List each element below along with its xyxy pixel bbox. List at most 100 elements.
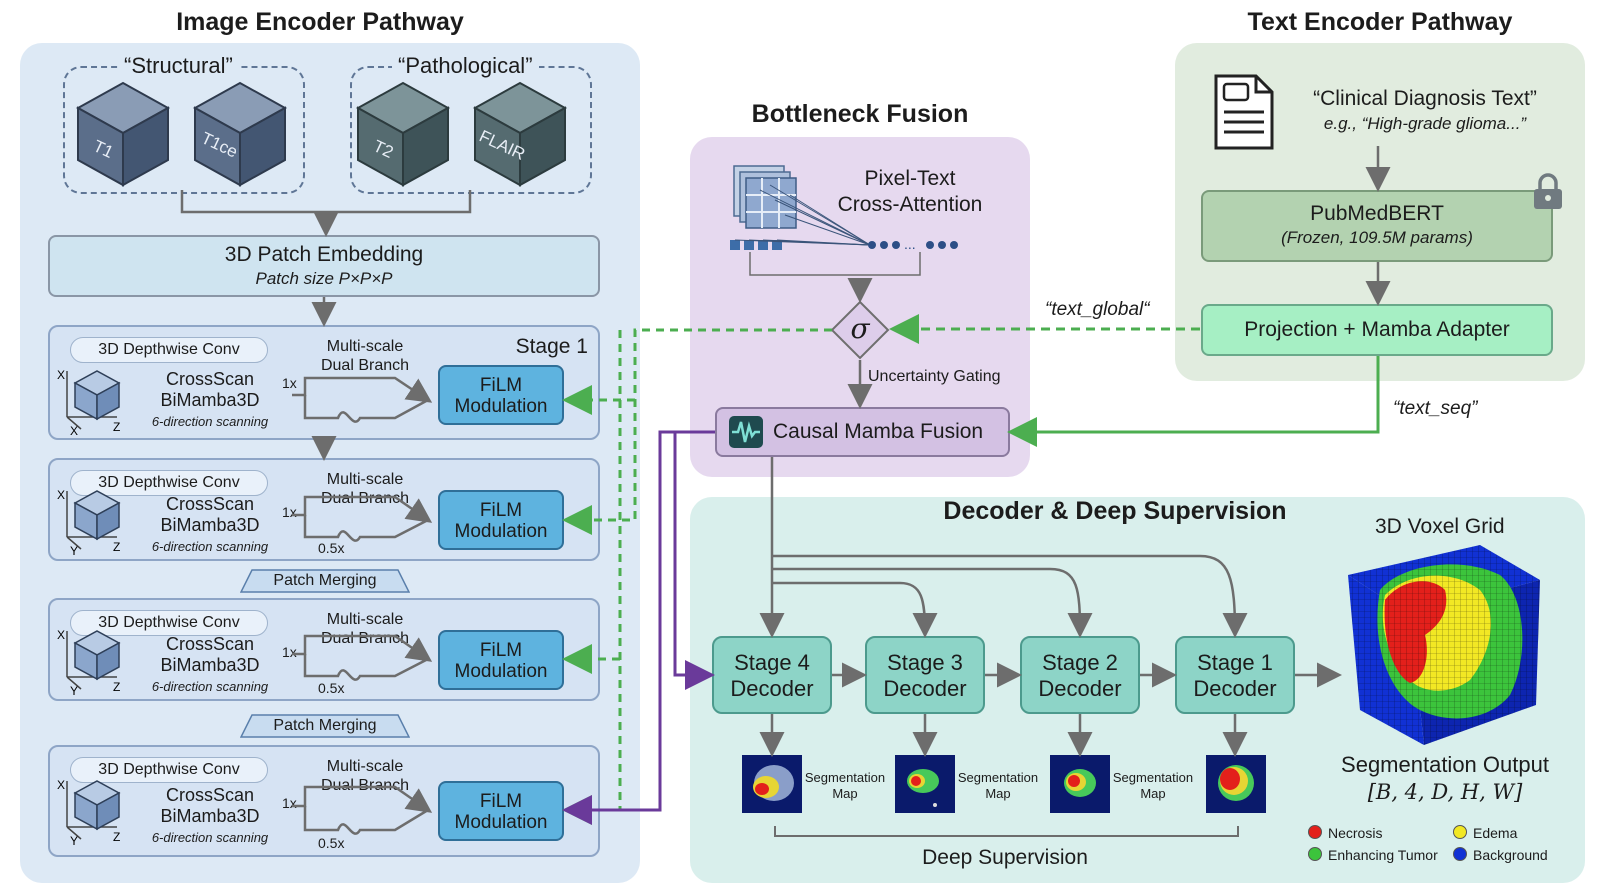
stage1-decoder: Stage 1 Decoder: [1175, 636, 1295, 714]
film-line1: FiLM: [479, 640, 523, 661]
decoder-line2: Decoder: [1193, 676, 1277, 701]
legend-label: Enhancing Tumor: [1328, 847, 1438, 863]
axis-z-label: Z: [113, 830, 120, 844]
attention-line1: Pixel-Text: [864, 167, 956, 190]
multiscale-block: Multi-scale Dual Branch: [310, 757, 420, 795]
edema-swatch: [1453, 825, 1467, 839]
patch-merging-label: Patch Merging: [273, 572, 377, 589]
axis-z-label: Z: [113, 540, 120, 554]
stage-1-label: Stage 1: [515, 335, 588, 358]
film-modulation-box: FiLM Modulation: [438, 365, 564, 425]
patch-embedding-box: 3D Patch Embedding Patch size P×P×P: [48, 235, 600, 297]
uncertainty-gating-label: Uncertainty Gating: [868, 368, 1001, 385]
multiscale-block: Multi-scale Dual Branch: [310, 337, 420, 375]
deep-supervision-label: Deep Supervision: [922, 846, 1088, 869]
crossscan-block: CrossScan BiMamba3D 6-direction scanning: [148, 494, 272, 557]
axis-x-label: X: [57, 778, 65, 792]
document-icon: [1214, 74, 1274, 150]
attention-line2: Cross-Attention: [837, 193, 983, 216]
axis-x2-label: X: [70, 424, 78, 437]
decoder-line1: Stage 1: [1197, 650, 1273, 675]
legend-label: Necrosis: [1328, 825, 1383, 841]
scale-05x-label: 0.5x: [318, 835, 345, 851]
legend-label: Edema: [1473, 825, 1518, 841]
multiscale-line1: Multi-scale: [326, 758, 404, 775]
scale-05x-label: 0.5x: [318, 680, 345, 696]
film-line1: FiLM: [479, 375, 523, 396]
causal-mamba-fusion-box: Causal Mamba Fusion: [715, 407, 1010, 457]
scale-1x-label: 1x: [282, 644, 297, 660]
sigma-gate: [830, 300, 890, 360]
projection-adapter-box: Projection + Mamba Adapter: [1201, 304, 1553, 356]
cross-attention-icon: ...: [730, 165, 958, 276]
legend-edema: Edema: [1453, 825, 1517, 841]
multiscale-line2: Dual Branch: [320, 777, 410, 794]
crossscan-line2: BiMamba3D: [160, 515, 260, 535]
depthwise-conv-label: 3D Depthwise Conv: [70, 757, 268, 783]
svg-text:...: ...: [904, 236, 916, 252]
scale-1x-label: 1x: [282, 504, 297, 520]
depthwise-conv-label: 3D Depthwise Conv: [70, 337, 268, 363]
pubmedbert-note: (Frozen, 109.5M params): [1281, 228, 1473, 247]
segmentation-map-image: [895, 755, 955, 813]
decoder-line2: Decoder: [883, 676, 967, 701]
crossscan-note: 6-direction scanning: [151, 414, 269, 429]
film-modulation-box: FiLM Modulation: [438, 490, 564, 550]
film-line2: Modulation: [454, 812, 548, 833]
legend-label: Background: [1473, 847, 1548, 863]
segmentation-map-image: [742, 755, 802, 813]
axis-z-label: Z: [113, 680, 120, 694]
decoder-line2: Decoder: [730, 676, 814, 701]
segmap-line1: Segmentation: [804, 770, 886, 785]
crossscan-note: 6-direction scanning: [151, 830, 269, 845]
crossscan-note: 6-direction scanning: [151, 539, 269, 554]
axis-x-label: X: [57, 368, 65, 382]
film-line2: Modulation: [454, 396, 548, 417]
crossscan-line1: CrossScan: [165, 369, 255, 389]
stage2-decoder: Stage 2 Decoder: [1020, 636, 1140, 714]
film-line1: FiLM: [479, 500, 523, 521]
decoder-line2: Decoder: [1038, 676, 1122, 701]
axis-y-label: Y: [70, 684, 78, 697]
legend-necrosis: Necrosis: [1308, 825, 1382, 841]
pubmedbert-box: PubMedBERT (Frozen, 109.5M params): [1201, 190, 1553, 262]
waveform-icon: [729, 416, 763, 448]
depthwise-conv-label: 3D Depthwise Conv: [70, 470, 268, 496]
image-encoder-title: Image Encoder Pathway: [176, 8, 464, 36]
multiscale-line1: Multi-scale: [326, 338, 404, 355]
crossscan-block: CrossScan BiMamba3D 6-direction scanning: [148, 634, 272, 697]
multiscale-block: Multi-scale Dual Branch: [310, 470, 420, 508]
segmentation-map-image: [1206, 755, 1266, 813]
patch-merging-1: Patch Merging: [240, 569, 410, 593]
scale-05x-label: 0.5x: [318, 540, 345, 556]
depthwise-conv-label: 3D Depthwise Conv: [70, 610, 268, 636]
film-line2: Modulation: [454, 661, 548, 682]
film-line1: FiLM: [479, 791, 523, 812]
crossscan-line1: CrossScan: [165, 634, 255, 654]
axis-cube-icon: X Y Z: [57, 488, 121, 557]
segmap-line1: Segmentation: [1112, 770, 1194, 785]
patch-merging-label: Patch Merging: [273, 717, 377, 734]
segmap-line2: Map: [985, 786, 1011, 801]
text-seq-label: “text_seq”: [1393, 398, 1478, 419]
voxel-cube-icon: [1348, 545, 1540, 745]
axis-y-label: Y: [70, 544, 78, 557]
multiscale-block: Multi-scale Dual Branch: [310, 610, 420, 648]
crossscan-line1: CrossScan: [165, 494, 255, 514]
patch-embedding-title: 3D Patch Embedding: [224, 243, 424, 266]
text-encoder-title: Text Encoder Pathway: [1247, 8, 1513, 36]
multiscale-line1: Multi-scale: [326, 611, 404, 628]
axis-x-label: X: [57, 488, 65, 502]
mri-cubes: T1 T1ce T2 FLAIR: [77, 82, 566, 186]
t1-cube-icon: [77, 82, 169, 186]
decoder-line1: Stage 2: [1042, 650, 1118, 675]
clinical-text-example: e.g., “High-grade glioma...”: [1323, 114, 1527, 133]
patch-embedding-subtitle: Patch size P×P×P: [255, 269, 393, 288]
film-modulation-box: FiLM Modulation: [438, 781, 564, 841]
decoder-line1: Stage 3: [887, 650, 963, 675]
multiscale-line2: Dual Branch: [320, 630, 410, 647]
legend-enhancing-tumor: Enhancing Tumor: [1308, 847, 1438, 863]
